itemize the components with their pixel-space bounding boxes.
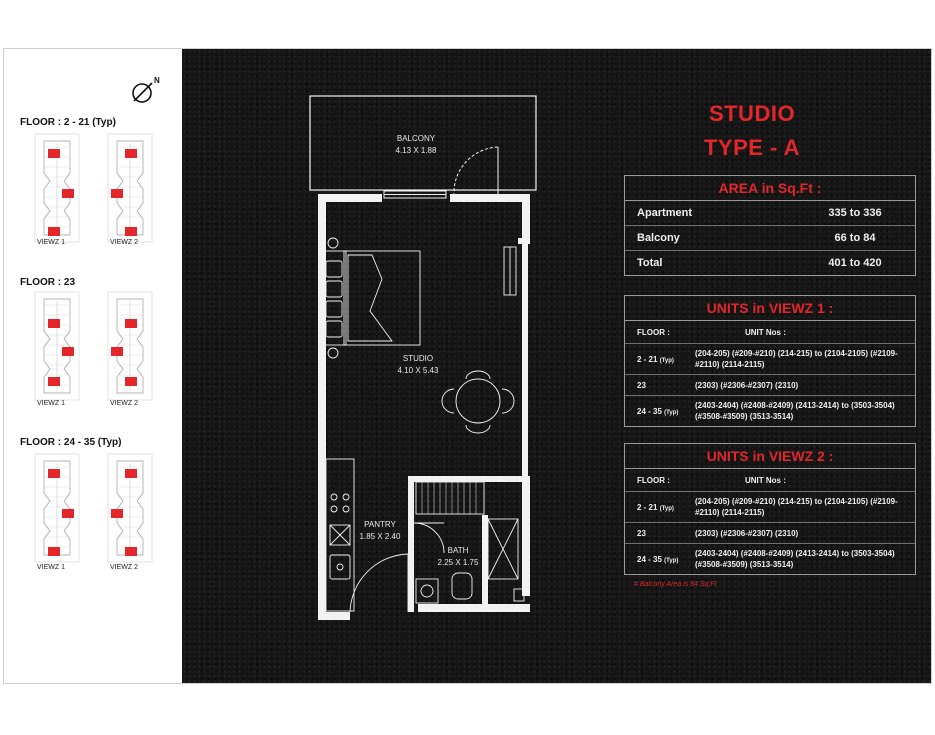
floor-label-2: FLOOR : 23: [20, 277, 76, 288]
floor-label-3: FLOOR : 24 - 35 (Typ): [20, 437, 122, 448]
brochure-page: N FLOOR : 2 - 21 (Typ) FLOOR : 23 FLOOR …: [3, 48, 932, 684]
studio-floor-plan: BALCONY 4.13 X 1.88 STUDIO 4.10 X 5.43 P…: [309, 95, 537, 620]
title-line-2: TYPE - A: [703, 135, 801, 160]
key-plan-thumb: [34, 291, 80, 401]
view-label: VIEWZ 1: [37, 400, 66, 407]
balcony-label: BALCONY: [397, 134, 436, 143]
balcony-footnote: # Balcony Area is 84 Sq.Ft: [634, 581, 717, 588]
key-plan-thumb: [107, 133, 153, 243]
table-row: 2 - 21 (Typ) (204-205) (#209-#210) (214-…: [625, 344, 915, 375]
key-plan-thumb: [34, 133, 80, 243]
floor-label-1: FLOOR : 2 - 21 (Typ): [20, 117, 116, 128]
table-row: 24 - 35 (Typ) (2403-2404) (#2408-#2409) …: [637, 549, 895, 569]
key-plan-thumb: [107, 291, 153, 401]
table-row: 24 - 35 (Typ) (2403-2404) (#2408-#2409) …: [637, 401, 895, 421]
area-table-heading: AREA in Sq.Ft :: [625, 176, 915, 201]
table-row: 23 (2303) (#2306-#2307) (2310): [625, 523, 915, 544]
table-row: 23 (2303) (#2306-#2307) (2310): [625, 375, 915, 396]
bath-label: BATH: [448, 546, 469, 555]
units-viewz1-table: UNITS in VIEWZ 1 : FLOOR :UNIT Nos : 2 -…: [624, 295, 916, 427]
key-plan-panel: N FLOOR : 2 - 21 (Typ) FLOOR : 23 FLOOR …: [4, 49, 182, 683]
bath-dims: 2.25 X 1.75: [438, 558, 479, 567]
floor-plan-panel: BALCONY 4.13 X 1.88 STUDIO 4.10 X 5.43 P…: [182, 49, 931, 683]
balcony-dims: 4.13 X 1.88: [396, 146, 437, 155]
key-plan-thumb: [107, 453, 153, 563]
table-row: 2 - 21 (Typ) (204-205) (#209-#210) (214-…: [625, 492, 915, 523]
key-plan-thumb: [34, 453, 80, 563]
units-viewz2-header-row: FLOOR :UNIT Nos :: [625, 469, 915, 492]
north-compass-icon: N: [132, 76, 160, 103]
north-label: N: [154, 76, 160, 85]
pantry-dims: 1.85 X 2.40: [360, 532, 401, 541]
units-viewz1-header-row: FLOOR :UNIT Nos :: [625, 321, 915, 344]
view-label: VIEWZ 2: [110, 564, 139, 571]
view-label: VIEWZ 1: [37, 239, 66, 246]
view-label: VIEWZ 1: [37, 564, 66, 571]
units-viewz2-table: UNITS in VIEWZ 2 : FLOOR :UNIT Nos : 2 -…: [624, 443, 916, 575]
title-line-1: STUDIO: [708, 101, 796, 126]
pantry-label: PANTRY: [364, 520, 396, 529]
view-label: VIEWZ 2: [110, 400, 139, 407]
studio-dims: 4.10 X 5.43: [398, 366, 439, 375]
studio-label: STUDIO: [403, 354, 433, 363]
view-label: VIEWZ 2: [110, 239, 139, 246]
units-viewz1-heading: UNITS in VIEWZ 1 :: [625, 296, 915, 321]
units-viewz2-heading: UNITS in VIEWZ 2 :: [625, 444, 915, 469]
